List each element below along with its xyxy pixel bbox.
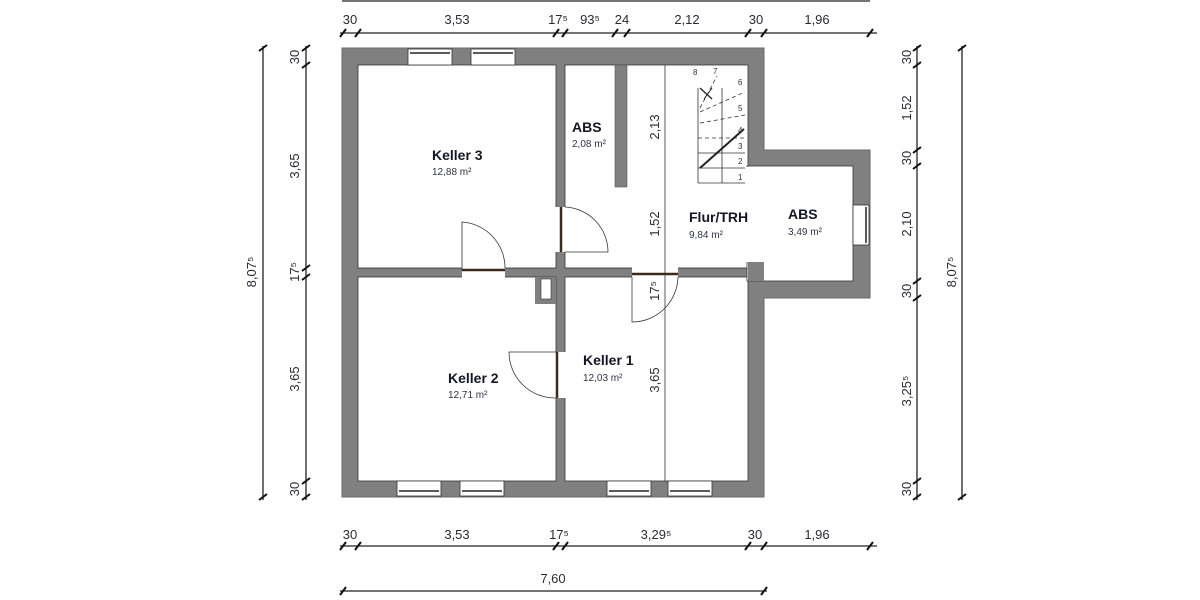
dim-label: 8,07⁵ bbox=[944, 257, 959, 288]
room-name: Flur/TRH bbox=[689, 209, 748, 225]
shaft-opening bbox=[540, 278, 552, 300]
right-dimension-chain: 30 1,52 30 2,10 30 3,25⁵ 30 bbox=[899, 44, 922, 501]
room-area: 2,08 m² bbox=[572, 139, 607, 150]
room-flur bbox=[564, 64, 749, 269]
dim-label: 1,52 bbox=[899, 95, 914, 120]
interior-dim-label: 3,65 bbox=[647, 367, 662, 392]
windows bbox=[396, 48, 870, 497]
dim-label: 7,60 bbox=[540, 571, 565, 586]
dim-label: 30 bbox=[343, 12, 357, 27]
step-number: 2 bbox=[738, 157, 743, 166]
window bbox=[852, 204, 870, 246]
room-area: 12,71 m² bbox=[448, 390, 488, 401]
dim-label: 30 bbox=[899, 482, 914, 496]
room-area: 9,84 m² bbox=[689, 230, 724, 241]
left-dimension-chain: 30 3,65 17⁵ 3,65 30 bbox=[287, 44, 311, 501]
window-sashes bbox=[399, 52, 867, 492]
staircase bbox=[697, 75, 746, 184]
stair-arrow bbox=[699, 128, 745, 169]
stair-step-numbers: 1 2 3 4 5 6 7 8 bbox=[693, 67, 743, 182]
room-name: Keller 3 bbox=[432, 147, 483, 163]
dim-label: 30 bbox=[899, 151, 914, 165]
room-name: ABS bbox=[572, 119, 602, 135]
dim-label: 3,65 bbox=[287, 153, 302, 178]
dim-label: 2,10 bbox=[899, 211, 914, 236]
wall-stub bbox=[748, 262, 764, 281]
door-keller-3[interactable] bbox=[461, 221, 506, 278]
step-number: 5 bbox=[738, 104, 743, 113]
room-area: 3,49 m² bbox=[788, 227, 823, 238]
dim-label: 30 bbox=[749, 12, 763, 27]
dim-label: 1,96 bbox=[804, 12, 829, 27]
step-number: 8 bbox=[693, 68, 698, 77]
room-area: 12,88 m² bbox=[432, 167, 472, 178]
room-area: 12,03 m² bbox=[583, 373, 623, 384]
dim-label: 24 bbox=[615, 12, 629, 27]
dim-label: 93⁵ bbox=[580, 12, 600, 27]
room-keller-1 bbox=[564, 276, 749, 482]
dim-label: 17⁵ bbox=[287, 262, 302, 282]
dim-label: 30 bbox=[287, 482, 302, 496]
room-name: ABS bbox=[788, 206, 818, 222]
interior-dim-label: 1,52 bbox=[647, 211, 662, 236]
dim-label: 8,07⁵ bbox=[244, 257, 259, 288]
bottom-dimension-chain: 30 3,53 17⁵ 3,29⁵ 30 1,96 bbox=[339, 527, 877, 551]
step-number: 7 bbox=[713, 67, 718, 76]
dim-label: 1,96 bbox=[804, 527, 829, 542]
dim-label: 30 bbox=[748, 527, 762, 542]
room-join bbox=[745, 167, 751, 262]
step-number: 4 bbox=[738, 126, 743, 135]
room-name: Keller 2 bbox=[448, 370, 499, 386]
door-keller-1[interactable] bbox=[631, 267, 679, 323]
window bbox=[470, 48, 516, 66]
dim-label: 3,53 bbox=[444, 12, 469, 27]
right-total-dimension: 8,07⁵ bbox=[944, 44, 967, 501]
step-number: 3 bbox=[738, 142, 743, 151]
dim-label: 30 bbox=[899, 50, 914, 64]
step-number: 6 bbox=[738, 78, 743, 87]
left-total-dimension: 8,07⁵ bbox=[244, 44, 268, 501]
dim-label: 3,25⁵ bbox=[899, 376, 914, 407]
dim-label: 2,12 bbox=[674, 12, 699, 27]
dim-label: 3,65 bbox=[287, 366, 302, 391]
window bbox=[606, 480, 652, 497]
dim-label: 17⁵ bbox=[548, 12, 568, 27]
dim-label: 30 bbox=[287, 50, 302, 64]
room-keller-3 bbox=[357, 64, 557, 269]
window bbox=[459, 480, 505, 497]
bottom-total-dimension: 7,60 bbox=[339, 571, 768, 596]
dim-label: 30 bbox=[343, 527, 357, 542]
top-dimension-chain: 30 3,53 17⁵ 93⁵ 24 2,12 30 1,96 bbox=[339, 12, 877, 38]
step-number: 1 bbox=[738, 173, 743, 182]
window bbox=[667, 480, 713, 497]
interior-dim-label: 2,13 bbox=[647, 114, 662, 139]
room-keller-2 bbox=[357, 276, 557, 482]
partial-wall bbox=[614, 64, 628, 188]
door-abs-small[interactable] bbox=[555, 206, 609, 253]
door-keller-2[interactable] bbox=[508, 351, 566, 399]
dim-label: 17⁵ bbox=[549, 527, 569, 542]
dim-label: 30 bbox=[899, 284, 914, 298]
window bbox=[407, 48, 453, 66]
dim-label: 3,53 bbox=[444, 527, 469, 542]
dim-label: 3,29⁵ bbox=[641, 527, 672, 542]
window bbox=[396, 480, 442, 497]
room-name: Keller 1 bbox=[583, 352, 634, 368]
interior-dim-label: 17⁵ bbox=[647, 281, 662, 301]
